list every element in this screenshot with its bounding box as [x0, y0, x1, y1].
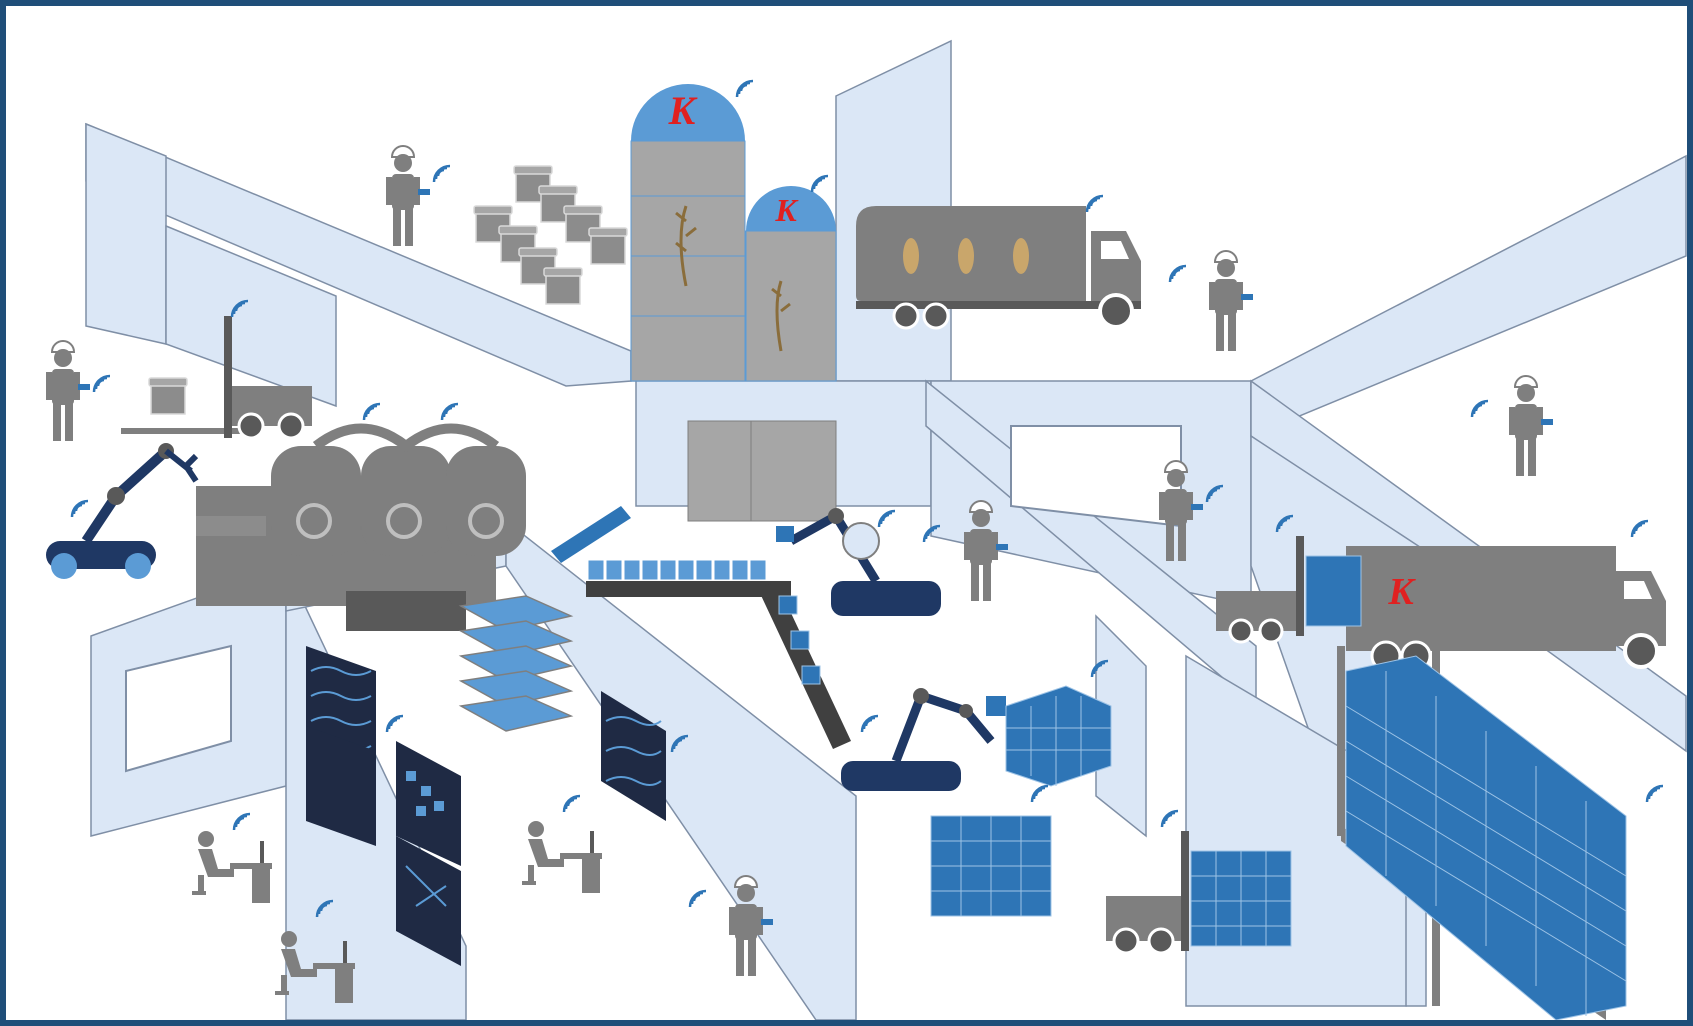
wifi-icon: [562, 794, 582, 814]
worker-icon: [1208, 250, 1254, 352]
packing-robot-arm: [776, 508, 941, 616]
production-window: [687, 420, 837, 522]
smart-factory-illustration: K K: [45, 39, 1687, 1020]
wifi-icon: [92, 374, 112, 394]
box-pallet: [930, 815, 1052, 917]
delivery-truck: K: [1346, 546, 1666, 672]
monitor-screen: [306, 726, 376, 846]
desk-operator-icon: [192, 831, 272, 903]
worker-icon: [385, 145, 431, 247]
conveyor-belt: [551, 506, 851, 749]
monitor-screen: [601, 691, 666, 821]
window-openings: [125, 425, 1182, 773]
wifi-icon: [362, 402, 382, 422]
grain-silo-small: K: [745, 186, 837, 382]
wifi-icon: [232, 812, 252, 832]
wifi-icon: [1085, 194, 1105, 214]
grain-silo-large: K: [630, 84, 746, 382]
rack-box-pallets: [1345, 655, 1627, 1020]
logo-mark: K: [668, 88, 698, 133]
wifi-icon: [70, 499, 90, 519]
box-pallet: [1005, 685, 1112, 787]
wifi-icon: [440, 402, 460, 422]
wifi-icon: [1645, 784, 1665, 804]
mixer-tanks: [196, 423, 526, 631]
forklift: [1106, 831, 1292, 955]
monitor-screen: [396, 741, 461, 866]
worker-icon: [1508, 375, 1554, 477]
grain-truck: [856, 206, 1141, 330]
logo-mark: K: [1387, 571, 1416, 613]
wifi-icon: [432, 164, 452, 184]
forklift: [121, 316, 312, 440]
crate-stack: [473, 165, 628, 305]
mobile-robot-arm: [46, 443, 199, 579]
wifi-icon: [735, 79, 755, 99]
palletizer-robot-arm: [841, 688, 1006, 791]
monitor-screen: [396, 836, 461, 966]
tray-rack: [458, 595, 574, 732]
wifi-icon: [385, 714, 405, 734]
wifi-icon: [1630, 519, 1650, 539]
wifi-icon: [1160, 809, 1180, 829]
desk-operator-icon: [522, 821, 602, 893]
wifi-icon: [877, 509, 897, 529]
logo-mark: K: [774, 192, 799, 228]
wifi-icon: [1030, 784, 1050, 804]
wifi-icon: [860, 714, 880, 734]
wifi-icon: [1168, 264, 1188, 284]
wifi-icon: [810, 174, 830, 194]
forklift: [1216, 536, 1362, 644]
worker-icon: [45, 340, 91, 442]
wifi-icon: [688, 889, 708, 909]
wifi-icon: [1470, 399, 1490, 419]
